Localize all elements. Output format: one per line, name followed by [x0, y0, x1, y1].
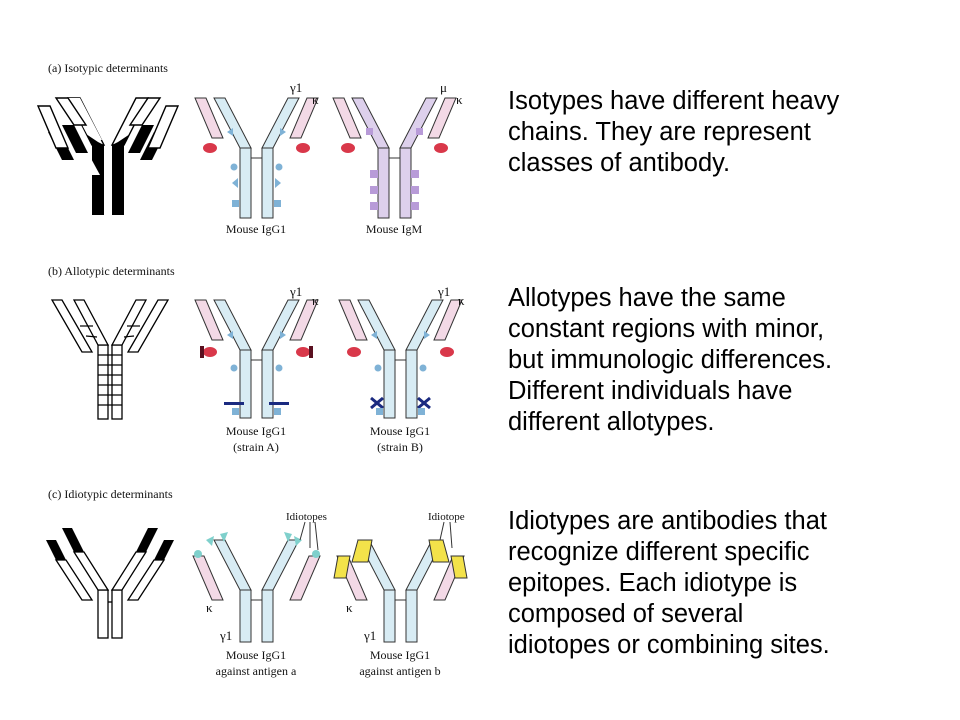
igg1-light-chain-label-b1: κ: [312, 293, 319, 308]
mouse-igg1-antigen-b: [333, 521, 468, 643]
mouse-igg1-isotype: [194, 97, 319, 219]
schematic-antibody-isotype: [36, 97, 180, 215]
igg1-caption-a: Mouse IgG1: [226, 222, 286, 236]
allotype-description: Allotypes have the same constant regions…: [508, 283, 938, 438]
mouse-igg1-strain-a: [194, 299, 319, 419]
idiotype-description: Idiotypes are antibodies that recognize …: [508, 506, 938, 661]
antigen-b-caption-line-2: against antigen b: [359, 664, 440, 678]
text-line: Allotypes have the same: [508, 284, 786, 312]
antigen-b-caption-line-1: Mouse IgG1: [370, 648, 430, 662]
mouse-igm-isotype: [332, 97, 457, 219]
panel-b-heading: (b) Allotypic determinants: [48, 264, 175, 278]
text-line: Idiotypes are antibodies that: [508, 507, 827, 535]
isotype-description: Isotypes have different heavy chains. Th…: [508, 86, 938, 179]
igm-heavy-chain-label: μ: [440, 80, 447, 95]
antigen-a-caption-line-2: against antigen a: [216, 664, 297, 678]
text-line: but immunologic differences.: [508, 346, 833, 374]
igm-caption: Mouse IgM: [366, 222, 423, 236]
text-line: recognize different specific: [508, 538, 810, 566]
text-line: Different individuals have: [508, 377, 793, 405]
igg1-heavy-chain-label-b1: γ1: [289, 284, 302, 299]
schematic-antibody-allotype: [50, 299, 170, 420]
text-line: chains. They are represent: [508, 118, 811, 146]
igg1-heavy-chain-label-b2: γ1: [437, 284, 450, 299]
text-line: Isotypes have different heavy: [508, 87, 840, 115]
mouse-igg1-strain-b: [338, 299, 463, 419]
idiotope-callout-b: Idiotope: [428, 511, 465, 523]
text-line: composed of several: [508, 600, 744, 628]
heavy-chain-label-c2: γ1: [363, 628, 376, 643]
antigen-a-caption-line-1: Mouse IgG1: [226, 648, 286, 662]
text-line: idiotopes or combining sites.: [508, 631, 830, 659]
text-line: classes of antibody.: [508, 149, 731, 177]
mouse-igg1-antigen-a: [192, 521, 321, 643]
panel-c-heading: (c) Idiotypic determinants: [48, 487, 173, 501]
text-line: constant regions with minor,: [508, 315, 825, 343]
antibody-figure: (a) Isotypic determinants (b) Allotypic …: [36, 61, 468, 678]
igg1-light-chain-label-b2: κ: [458, 293, 465, 308]
light-chain-label-c1: κ: [206, 600, 213, 615]
strain-a-caption-line-2: (strain A): [233, 440, 279, 454]
text-line: different allotypes.: [508, 408, 715, 436]
igm-light-chain-label: κ: [456, 92, 463, 107]
panel-a-heading: (a) Isotypic determinants: [48, 61, 168, 75]
strain-b-caption-line-2: (strain B): [377, 440, 423, 454]
idiotopes-callout-a: Idiotopes: [286, 511, 327, 523]
schematic-antibody-idiotype: [46, 528, 174, 639]
strain-b-caption-line-1: Mouse IgG1: [370, 424, 430, 438]
text-line: epitopes. Each idiotype is: [508, 569, 798, 597]
igg1-heavy-chain-label-a: γ1: [289, 80, 302, 95]
heavy-chain-label-c1: γ1: [219, 628, 232, 643]
light-chain-label-c2: κ: [346, 600, 353, 615]
strain-a-caption-line-1: Mouse IgG1: [226, 424, 286, 438]
igg1-light-chain-label-a: κ: [312, 92, 319, 107]
